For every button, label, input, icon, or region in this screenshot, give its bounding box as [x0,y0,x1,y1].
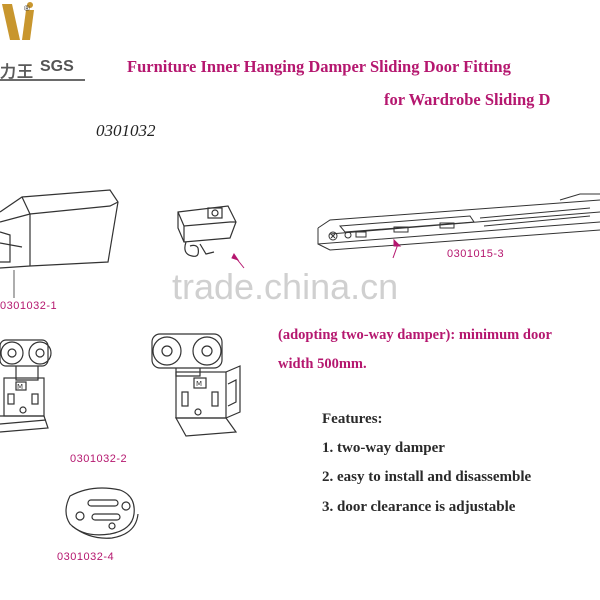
guide-plate-drawing [65,487,139,539]
feature-item: 3. door clearance is adjustable [322,499,516,515]
hanging-roller-left-drawing: M [0,339,52,433]
brand-name: 力王 [0,62,35,81]
svg-text:M: M [196,380,202,388]
leader-arrow-icon [392,238,402,259]
leader-arrow-icon [231,253,245,269]
part-label-rail-bracket: 0301032-1 [0,300,58,312]
part-label-damper-track: 0301015-3 [447,248,505,260]
svg-text:M: M [17,383,23,391]
registered-mark: ® [24,4,30,13]
product-title-line-1: Furniture Inner Hanging Damper Sliding D… [127,57,511,76]
logo-divider [0,79,85,81]
product-title-line-2: for Wardrobe Sliding D [384,90,551,109]
feature-item: 1. two-way damper [322,440,445,456]
part-label-guide-plate: 0301032-4 [57,551,115,563]
features-heading: Features: [322,411,383,427]
damper-track-drawing [317,193,600,251]
watermark-text: trade.china.cn [172,266,399,307]
description-line-1: (adopting two-way damper): minimum door [278,327,552,343]
brand-logo-icon [2,2,34,40]
rail-bracket-drawing [0,189,119,298]
hanging-roller-right-drawing: M [151,333,241,437]
feature-item: 2. easy to install and disassemble [322,469,532,485]
model-number: 0301032 [96,121,156,140]
description-line-2: width 500mm. [278,356,367,372]
part-label-hanging-roller: 0301032-2 [70,453,128,465]
stopper-block-drawing [177,205,237,257]
sgs-certification-label: SGS [40,58,74,75]
